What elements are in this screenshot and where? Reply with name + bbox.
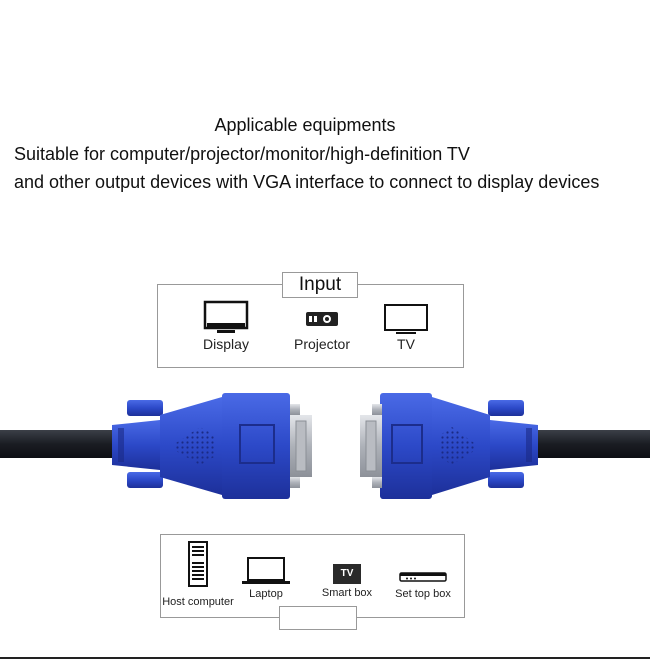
device-label: Set top box bbox=[395, 588, 451, 600]
device-laptop: Laptop bbox=[240, 556, 292, 600]
monitor-icon bbox=[203, 300, 249, 333]
device-label: Smart box bbox=[321, 587, 373, 599]
device-tv: TV bbox=[380, 300, 432, 352]
set-top-box-icon bbox=[399, 572, 447, 582]
device-label: TV bbox=[397, 336, 415, 352]
section-heading: Applicable equipments bbox=[214, 115, 396, 135]
description-line-2: and other output devices with VGA interf… bbox=[14, 172, 600, 192]
vga-connector-right bbox=[360, 393, 538, 499]
projector-icon bbox=[306, 312, 338, 326]
tv-icon bbox=[384, 304, 428, 334]
device-label: Display bbox=[203, 336, 249, 352]
tv-box-icon: TV bbox=[333, 564, 361, 584]
cable-left bbox=[0, 430, 118, 458]
device-projector: Projector bbox=[289, 300, 355, 352]
device-label: Host computer bbox=[162, 596, 234, 608]
device-set-top-box: Set top box bbox=[392, 572, 454, 600]
description-line-1: Suitable for computer/projector/monitor/… bbox=[14, 144, 470, 164]
bottom-divider bbox=[0, 657, 650, 659]
laptop-icon bbox=[242, 557, 290, 584]
device-label: Laptop bbox=[249, 588, 283, 600]
output-title-tab bbox=[279, 606, 357, 630]
device-smart-box: TV Smart box bbox=[318, 564, 376, 599]
tower-pc-icon bbox=[188, 541, 208, 587]
vga-cable-illustration bbox=[0, 393, 650, 499]
cable-right bbox=[530, 430, 650, 458]
device-label: Projector bbox=[293, 336, 351, 352]
vga-connector-left bbox=[112, 393, 312, 499]
device-host-computer: Host computer bbox=[162, 540, 234, 608]
device-display: Display bbox=[196, 300, 256, 352]
input-title: Input bbox=[282, 272, 358, 298]
